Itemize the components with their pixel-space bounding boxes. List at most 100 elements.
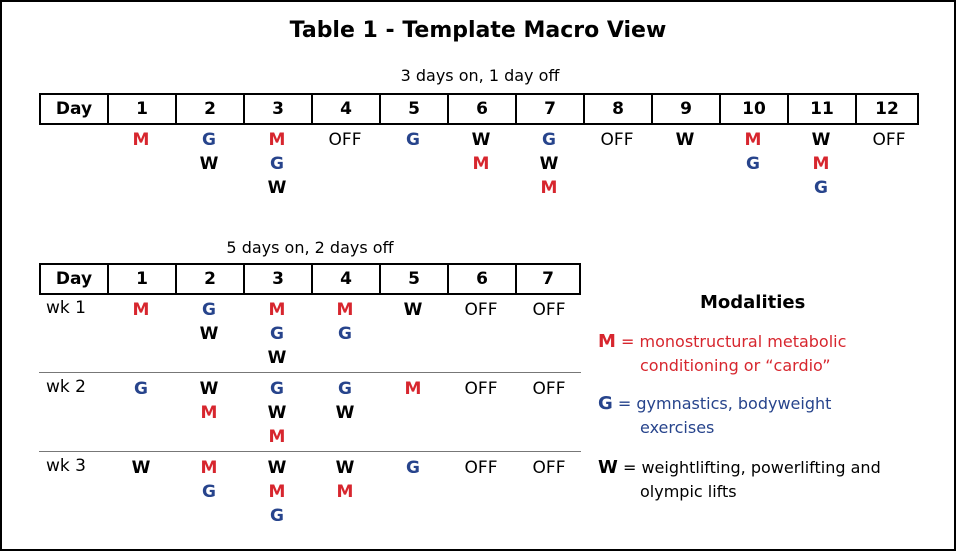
table1-day-8: OFF [583,128,651,152]
modality-W: W [199,324,219,344]
legend-key: W [598,457,618,478]
figure-title: Table 1 - Template Macro View [289,18,667,43]
header-day-4: 4 [313,95,381,123]
table2-week2-day-1: G [107,377,175,401]
legend-text-line2: olympic lifts [640,482,737,501]
modality-W: W [403,300,423,320]
table2-week2-day-5: M [379,377,447,401]
modality-G: G [338,379,352,399]
modality-G: G [202,300,216,320]
modality-M: M [472,154,490,174]
table2-week2-day-7: OFF [515,377,583,401]
modality-M: M [268,130,286,150]
modality-M: M [404,379,422,399]
modality-M: M [812,154,830,174]
table2-week1-day-1: M [107,298,175,322]
modality-G: G [746,154,760,174]
modality-W: W [267,178,287,198]
header-day-9: 9 [653,95,721,123]
header-day-6: 6 [449,95,517,123]
off-day-label: OFF [464,458,498,478]
modality-W: W [675,130,695,150]
modality-W: W [199,379,219,399]
header-day-2: 2 [177,95,245,123]
modality-W: W [539,154,559,174]
off-day-label: OFF [872,130,906,150]
modality-M: M [744,130,762,150]
off-day-label: OFF [464,379,498,399]
legend-item-M: M = monostructural metabolic conditioning… [598,330,938,378]
table2-week3-day-7: OFF [515,456,583,480]
header-day-label: Day [41,95,109,123]
legend-text-line2: exercises [640,418,715,437]
modality-M: M [268,300,286,320]
modality-G: G [270,154,284,174]
modality-W: W [131,458,151,478]
modality-M: M [268,482,286,502]
table1-day-12: OFF [855,128,923,152]
modality-G: G [814,178,828,198]
table1-day-1: M [107,128,175,152]
header-day-label: Day [41,265,109,293]
header-day-10: 10 [721,95,789,123]
off-day-label: OFF [532,458,566,478]
table2-week1-day-6: OFF [447,298,515,322]
week-label: wk 2 [46,377,86,397]
modality-M: M [200,458,218,478]
header-day-2: 2 [177,265,245,293]
off-day-label: OFF [328,130,362,150]
week-label: wk 1 [46,298,86,318]
off-day-label: OFF [532,300,566,320]
modality-W: W [335,403,355,423]
legend-text-line2: conditioning or “cardio” [640,356,831,375]
modality-W: W [267,348,287,368]
legend-key: M [598,331,616,352]
modality-M: M [132,300,150,320]
modality-G: G [542,130,556,150]
modality-W: W [471,130,491,150]
table1-day-9: W [651,128,719,152]
table2-week2-day-6: OFF [447,377,515,401]
header-day-3: 3 [245,95,313,123]
modality-G: G [270,324,284,344]
off-day-label: OFF [532,379,566,399]
header-day-5: 5 [381,265,449,293]
row-separator [39,372,581,373]
header-day-7: 7 [517,95,585,123]
table2-caption: 5 days on, 2 days off [226,238,394,257]
legend-key: G [598,393,613,414]
modality-G: G [406,130,420,150]
header-day-1: 1 [109,95,177,123]
modality-M: M [200,403,218,423]
modality-M: M [336,300,354,320]
off-day-label: OFF [464,300,498,320]
row-separator [39,451,581,452]
modality-G: G [134,379,148,399]
legend-text-line1: = monostructural metabolic [621,332,847,351]
modality-G: G [406,458,420,478]
header-day-1: 1 [109,265,177,293]
legend-text-line1: = weightlifting, powerlifting and [622,458,881,477]
modality-M: M [336,482,354,502]
table2-week3-day-1: W [107,456,175,480]
table1-caption: 3 days on, 1 day off [400,66,560,85]
modality-W: W [267,403,287,423]
modality-G: G [270,379,284,399]
